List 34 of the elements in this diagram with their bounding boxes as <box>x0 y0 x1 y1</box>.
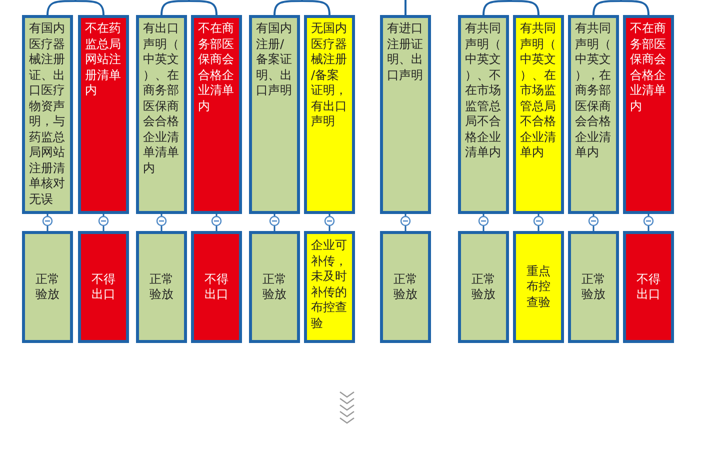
result-box: 正常验放 <box>136 231 187 343</box>
result-box: 重点布控查验 <box>513 231 564 343</box>
result-box: 企业可补传，未及时补传的布控查验 <box>304 231 355 343</box>
result-box: 不得出口 <box>623 231 674 343</box>
condition-box: 有共同声明（中英文）、在市场监管总局不合格企业清单内 <box>513 15 564 214</box>
condition-box: 不在商务部医保商会合格企业清单内 <box>191 15 242 214</box>
connector <box>648 214 650 231</box>
connector <box>328 214 330 231</box>
result-box: 不得出口 <box>191 231 242 343</box>
result-box: 正常验放 <box>249 231 300 343</box>
result-box: 不得出口 <box>78 231 129 343</box>
connector <box>592 214 594 231</box>
condition-box: 有共同声明（中英文），在商务部医保商会合格企业清单内 <box>568 15 619 214</box>
condition-box: 有进口注册证明、出口声明 <box>380 15 431 214</box>
connector <box>160 214 162 231</box>
condition-box: 无国内医疗器械注册/备案证明，有出口声明 <box>304 15 355 214</box>
condition-box: 有国内医疗器械注册证、出口医疗物资声明，与药监总局网站注册清单核对无误 <box>22 15 73 214</box>
connector <box>404 214 406 231</box>
connector <box>102 214 104 231</box>
result-box: 正常验放 <box>380 231 431 343</box>
result-box: 正常验放 <box>458 231 509 343</box>
result-box: 正常验放 <box>22 231 73 343</box>
result-box: 正常验放 <box>568 231 619 343</box>
connector <box>482 214 484 231</box>
condition-box: 有国内注册/备案证明、出口声明 <box>249 15 300 214</box>
condition-box: 不在商务部医保商会合格企业清单内 <box>623 15 674 214</box>
condition-box: 有出口声明（中英文）、在商务部医保商会合格企业清单清单内 <box>136 15 187 214</box>
connector <box>216 214 218 231</box>
condition-box: 有共同声明（中英文）、不在市场监管总局不合格企业清单内 <box>458 15 509 214</box>
connector <box>274 214 276 231</box>
condition-box: 不在药监总局网站注册清单内 <box>78 15 129 214</box>
connector <box>46 214 48 231</box>
connector <box>538 214 540 231</box>
connector <box>404 0 406 15</box>
